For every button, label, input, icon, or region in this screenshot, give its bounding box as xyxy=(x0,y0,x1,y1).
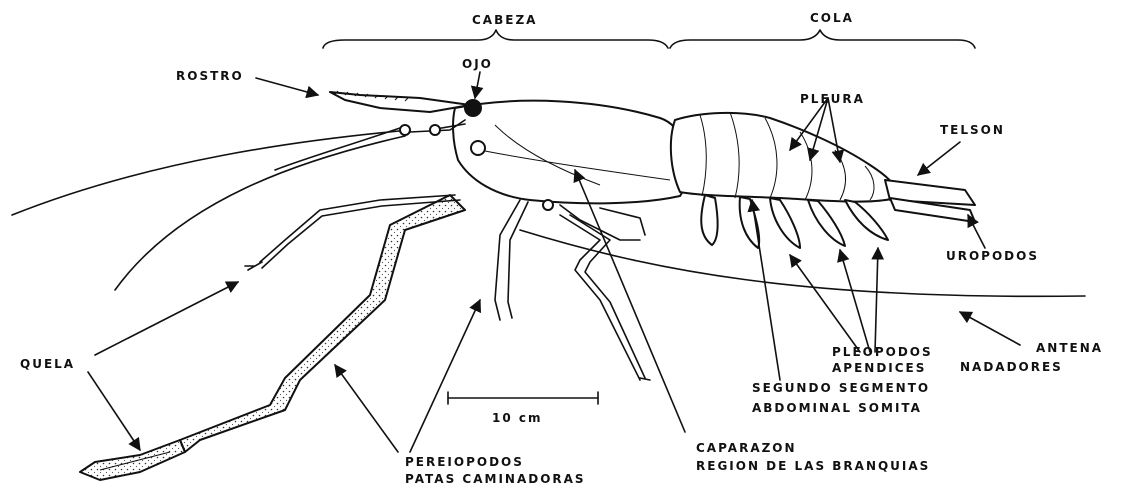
label-ojo: OJO xyxy=(462,57,493,71)
label-quela: QUELA xyxy=(20,357,75,371)
label-telson: TELSON xyxy=(940,123,1005,137)
label-uropodos: UROPODOS xyxy=(946,249,1039,263)
label-cabeza: CABEZA xyxy=(472,13,537,27)
tail-bracket xyxy=(670,30,975,48)
label-apendices: APENDICES xyxy=(832,361,926,375)
label-caparazon: CAPARAZON xyxy=(696,441,797,455)
telson xyxy=(885,180,975,222)
abdomen xyxy=(671,112,896,202)
head-bracket xyxy=(323,30,668,48)
label-pereiopodos: PEREIOPODOS xyxy=(405,455,524,469)
walking-legs xyxy=(495,200,650,380)
label-patas-caminadoras: PATAS CAMINADORAS xyxy=(405,472,586,486)
label-scale: 10 cm xyxy=(492,411,543,425)
label-segundo-segmento: SEGUNDO SEGMENTO xyxy=(752,381,930,395)
label-abdominal-somita: ABDOMINAL SOMITA xyxy=(752,401,922,415)
label-antena: ANTENA xyxy=(1036,341,1103,355)
label-cola: COLA xyxy=(810,11,854,25)
label-pleura: PLEURA xyxy=(800,92,865,106)
label-rostro: ROSTRO xyxy=(176,69,244,83)
label-nadadores: NADADORES xyxy=(960,360,1063,374)
carapace xyxy=(453,101,688,204)
label-region-branquias: REGION DE LAS BRANQUIAS xyxy=(696,459,930,473)
large-cheliped xyxy=(80,195,465,480)
rostrum xyxy=(330,91,470,112)
pleopods xyxy=(701,195,888,248)
scale-bar xyxy=(448,392,598,404)
label-pleopodos: PLEOPODOS xyxy=(832,345,933,359)
